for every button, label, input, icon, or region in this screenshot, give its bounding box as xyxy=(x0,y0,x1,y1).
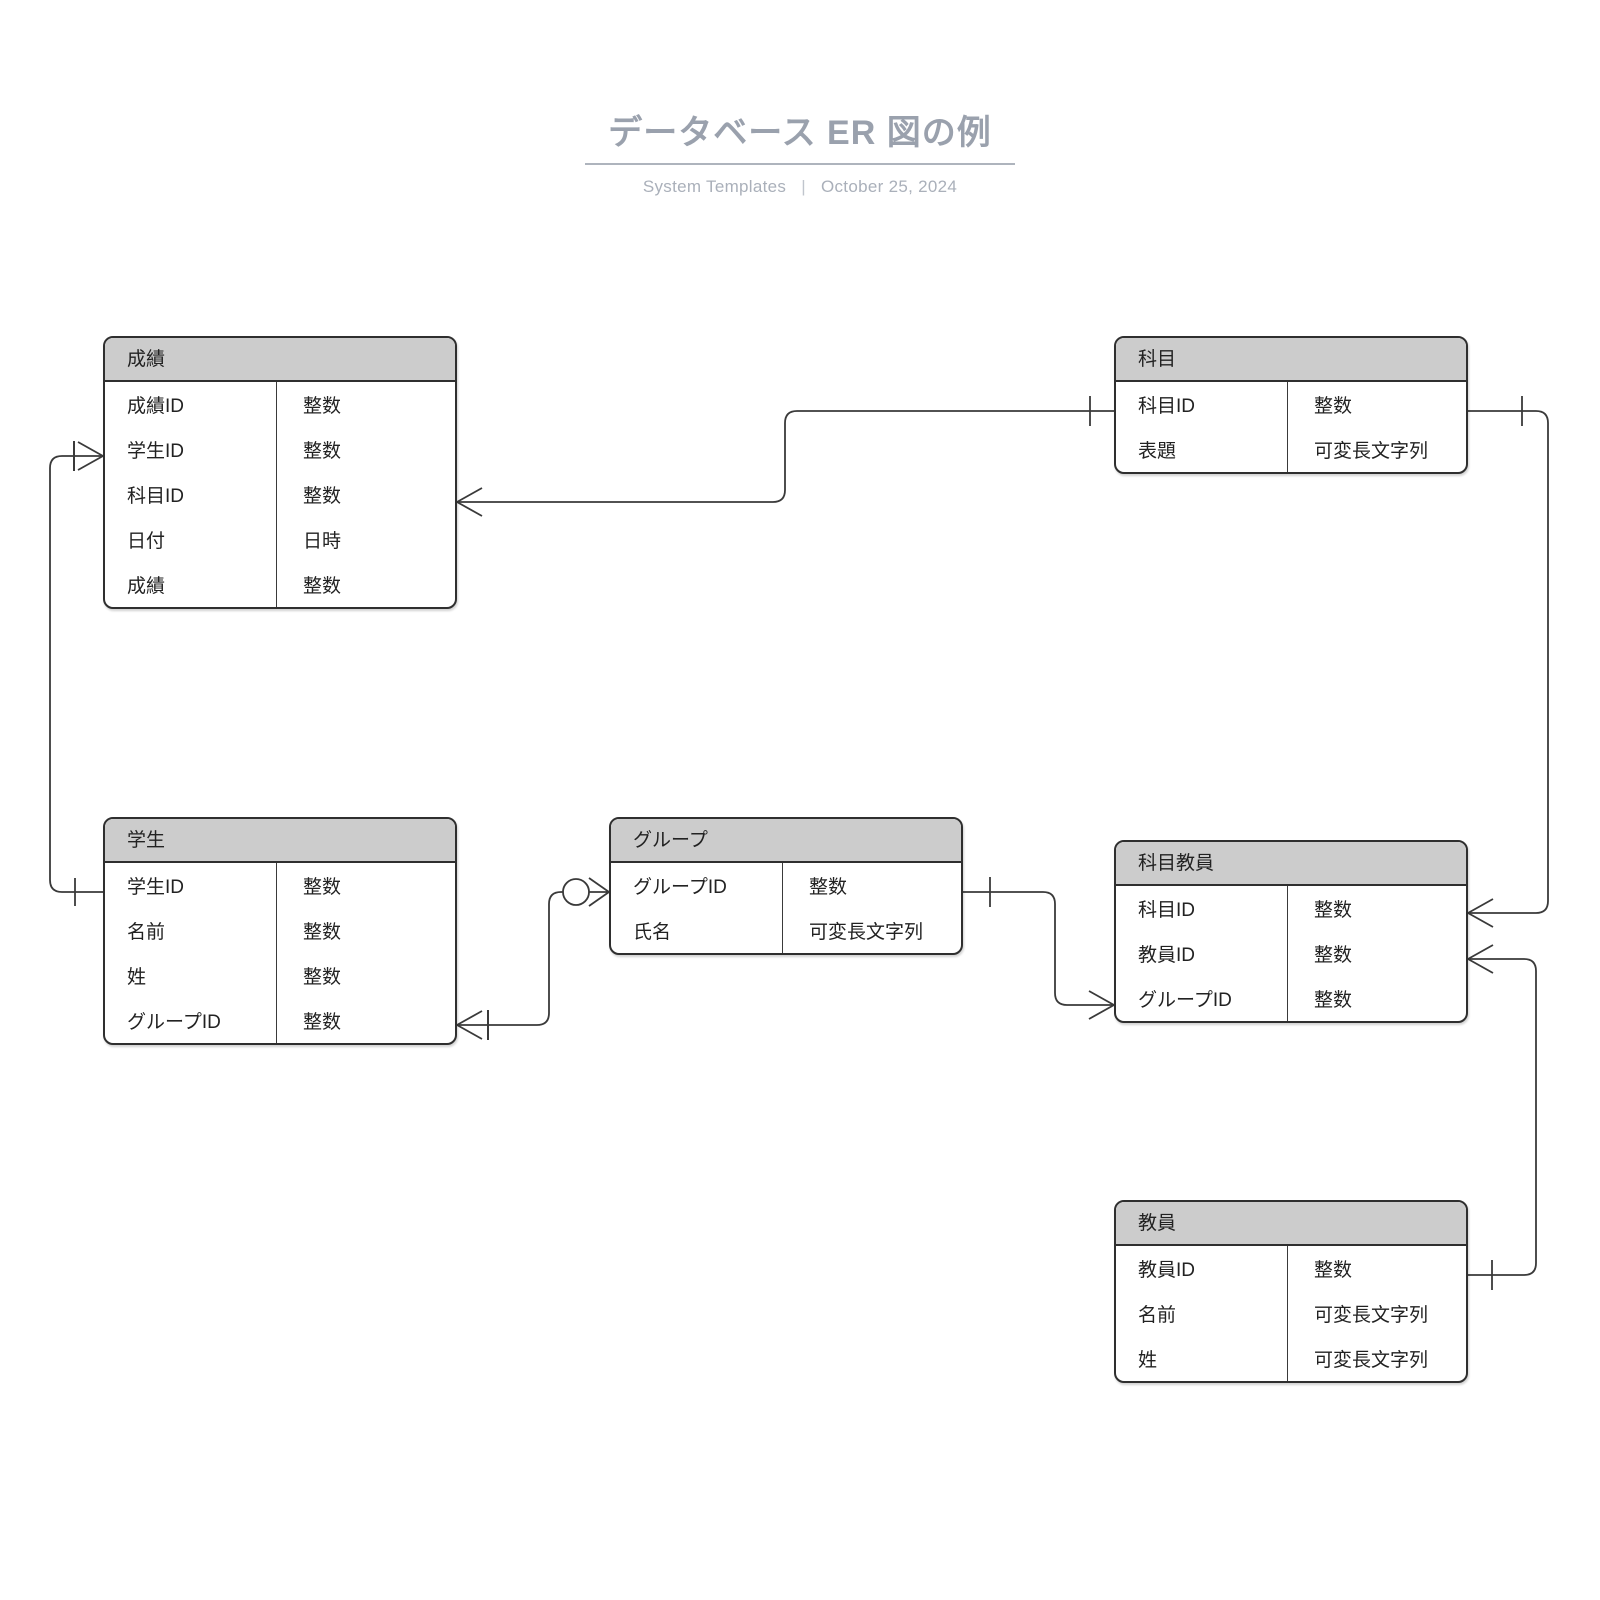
attribute-name: 成績 xyxy=(105,562,277,607)
entity-title-student: 学生 xyxy=(105,819,455,863)
attribute-row: 教員ID 整数 xyxy=(1116,1246,1466,1291)
attribute-row: 表題 可変長文字列 xyxy=(1116,427,1466,472)
attribute-type: 整数 xyxy=(303,396,342,417)
attribute-name: 氏名 xyxy=(611,908,783,953)
attribute-type: 整数 xyxy=(303,922,342,943)
entity-title-teacher: 教員 xyxy=(1116,1202,1466,1246)
attribute-row: グループID 整数 xyxy=(1116,976,1466,1021)
crow-foot-subjteach-teacherid xyxy=(1467,944,1494,974)
subtitle-date: October 25, 2024 xyxy=(820,176,958,196)
attribute-type: 日時 xyxy=(303,531,342,552)
entity-title-grades: 成績 xyxy=(105,338,455,382)
attribute-row: 姓 整数 xyxy=(105,953,455,998)
connector-group-subjteach xyxy=(963,891,1114,1006)
attribute-name: 名前 xyxy=(105,908,277,953)
attribute-type: 整数 xyxy=(1314,1260,1353,1281)
attribute-row: 名前 可変長文字列 xyxy=(1116,1291,1466,1336)
entity-grades[interactable]: 成績 成績ID 整数 学生ID 整数 科目ID 整数 日付 日時 xyxy=(103,336,457,609)
attribute-name: 科目ID xyxy=(1116,382,1288,427)
attribute-type: 可変長文字列 xyxy=(1314,1305,1429,1326)
attribute-row: 科目ID 整数 xyxy=(1116,886,1466,931)
attribute-row: グループID 整数 xyxy=(611,863,961,908)
connector-subject-subjteach xyxy=(1468,410,1549,914)
attribute-name: 科目ID xyxy=(105,472,277,517)
attribute-row: 科目ID 整数 xyxy=(1116,382,1466,427)
attribute-type: 整数 xyxy=(1314,990,1353,1011)
entity-attributes-subject: 科目ID 整数 表題 可変長文字列 xyxy=(1116,382,1466,472)
attribute-type: 整数 xyxy=(303,486,342,507)
attribute-type: 整数 xyxy=(1314,945,1353,966)
crow-foot-grades-right xyxy=(456,487,483,517)
entity-attributes-teacher: 教員ID 整数 名前 可変長文字列 姓 可変長文字列 xyxy=(1116,1246,1466,1381)
subtitle-separator: | xyxy=(801,176,806,196)
attribute-name: 日付 xyxy=(105,517,277,562)
entity-student[interactable]: 学生 学生ID 整数 名前 整数 姓 整数 グループID 整数 xyxy=(103,817,457,1045)
connector-grades-subject xyxy=(457,410,1114,503)
attribute-name: 表題 xyxy=(1116,427,1288,472)
document-subtitle: System Templates | October 25, 2024 xyxy=(0,177,1600,197)
attribute-name: グループID xyxy=(611,863,783,908)
attribute-type: 整数 xyxy=(809,877,848,898)
entity-title-group: グループ xyxy=(611,819,961,863)
document-header: データベース ER 図の例 System Templates | October… xyxy=(0,112,1600,197)
attribute-row: 学生ID 整数 xyxy=(105,863,455,908)
entity-subject-teacher[interactable]: 科目教員 科目ID 整数 教員ID 整数 グループID 整数 xyxy=(1114,840,1468,1023)
crow-foot-grades-left xyxy=(77,441,104,471)
entity-attributes-group: グループID 整数 氏名 可変長文字列 xyxy=(611,863,961,953)
attribute-name: 教員ID xyxy=(1116,931,1288,976)
attribute-name: グループID xyxy=(105,998,277,1043)
attribute-row: グループID 整数 xyxy=(105,998,455,1043)
entity-attributes-student: 学生ID 整数 名前 整数 姓 整数 グループID 整数 xyxy=(105,863,455,1043)
attribute-name: 科目ID xyxy=(1116,886,1288,931)
entity-attributes-grades: 成績ID 整数 学生ID 整数 科目ID 整数 日付 日時 成績 整数 xyxy=(105,382,455,607)
crow-foot-group-left xyxy=(588,877,610,907)
entity-teacher[interactable]: 教員 教員ID 整数 名前 可変長文字列 姓 可変長文字列 xyxy=(1114,1200,1468,1383)
connector-subjteach-teacher xyxy=(1468,958,1537,1276)
attribute-row: 成績ID 整数 xyxy=(105,382,455,427)
attribute-type: 可変長文字列 xyxy=(809,922,924,943)
attribute-name: 姓 xyxy=(105,953,277,998)
attribute-type: 整数 xyxy=(1314,900,1353,921)
attribute-type: 整数 xyxy=(303,967,342,988)
entity-title-subject: 科目 xyxy=(1116,338,1466,382)
attribute-type: 整数 xyxy=(303,877,342,898)
crow-foot-student-right xyxy=(456,1010,483,1040)
attribute-type: 整数 xyxy=(303,576,342,597)
attribute-name: 学生ID xyxy=(105,863,277,908)
attribute-row: 学生ID 整数 xyxy=(105,427,455,472)
attribute-name: グループID xyxy=(1116,976,1288,1021)
subtitle-source: System Templates xyxy=(642,176,787,196)
attribute-type: 整数 xyxy=(1314,396,1353,417)
page-title: データベース ER 図の例 xyxy=(585,112,1015,165)
connector-student-grades xyxy=(49,455,103,893)
attribute-row: 成績 整数 xyxy=(105,562,455,607)
entity-title-subject-teacher: 科目教員 xyxy=(1116,842,1466,886)
attribute-name: 教員ID xyxy=(1116,1246,1288,1291)
attribute-type: 可変長文字列 xyxy=(1314,1350,1429,1371)
attribute-name: 成績ID xyxy=(105,382,277,427)
entity-subject[interactable]: 科目 科目ID 整数 表題 可変長文字列 xyxy=(1114,336,1468,474)
connector-student-group xyxy=(457,891,576,1026)
zero-circle-group-left xyxy=(562,878,590,906)
attribute-row: 科目ID 整数 xyxy=(105,472,455,517)
attribute-type: 整数 xyxy=(303,1012,342,1033)
entity-group[interactable]: グループ グループID 整数 氏名 可変長文字列 xyxy=(609,817,963,955)
attribute-name: 姓 xyxy=(1116,1336,1288,1381)
attribute-row: 教員ID 整数 xyxy=(1116,931,1466,976)
crow-foot-subjteach-subjectid xyxy=(1467,898,1494,928)
attribute-row: 氏名 可変長文字列 xyxy=(611,908,961,953)
attribute-name: 名前 xyxy=(1116,1291,1288,1336)
attribute-type: 整数 xyxy=(303,441,342,462)
attribute-row: 姓 可変長文字列 xyxy=(1116,1336,1466,1381)
attribute-row: 名前 整数 xyxy=(105,908,455,953)
attribute-row: 日付 日時 xyxy=(105,517,455,562)
attribute-name: 学生ID xyxy=(105,427,277,472)
crow-foot-subjteach-groupid xyxy=(1088,990,1115,1020)
attribute-type: 可変長文字列 xyxy=(1314,441,1429,462)
entity-attributes-subject-teacher: 科目ID 整数 教員ID 整数 グループID 整数 xyxy=(1116,886,1466,1021)
